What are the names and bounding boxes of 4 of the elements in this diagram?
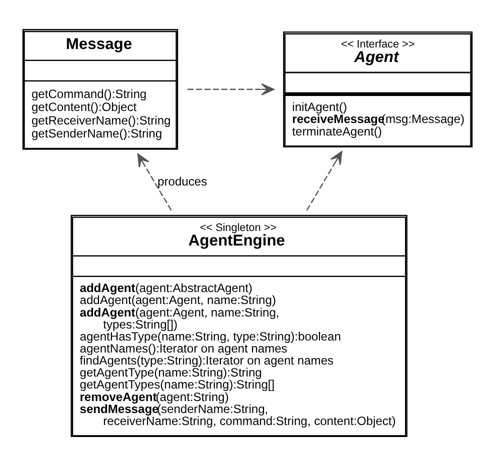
- arrow: [306, 150, 342, 211]
- edge-label: produces: [158, 174, 208, 188]
- arrow: [137, 153, 172, 211]
- arrow: [188, 83, 274, 96]
